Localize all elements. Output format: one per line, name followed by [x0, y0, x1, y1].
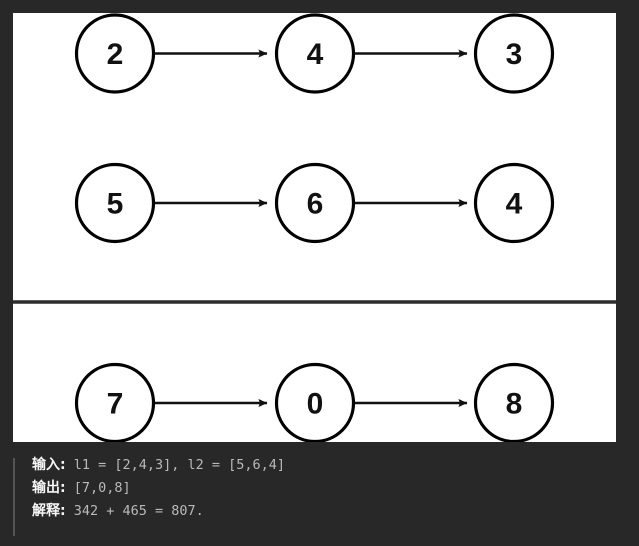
node-l1-2[interactable]: 3 — [473, 13, 555, 94]
node-result-0[interactable]: 7 — [74, 362, 156, 442]
caption-output-label: 输出: — [32, 480, 66, 496]
caption-input-label: 输入: — [32, 457, 66, 473]
list-row-l1: 2 4 3 — [74, 13, 555, 94]
caption-explanation-value: 342 + 465 = 807. — [65, 503, 204, 519]
node-l1-1-label: 4 — [307, 38, 324, 71]
node-l2-1-label: 6 — [307, 188, 324, 221]
node-l2-2-label: 4 — [506, 188, 523, 221]
node-l1-2-label: 3 — [506, 38, 523, 71]
caption-output-value: [7,0,8] — [65, 480, 131, 496]
node-l1-1[interactable]: 4 — [274, 13, 356, 94]
node-result-1-label: 0 — [307, 388, 324, 421]
node-l2-0-label: 5 — [107, 188, 124, 221]
caption-line-output: 输出: [7,0,8] — [32, 477, 622, 500]
node-result-0-label: 7 — [107, 388, 124, 421]
node-result-2[interactable]: 8 — [473, 362, 555, 442]
node-result-2-label: 8 — [506, 388, 523, 421]
diagram-panel: 2 4 3 5 — [13, 13, 616, 442]
caption-block: 输入: l1 = [2,4,3], l2 = [5,6,4] 输出: [7,0,… — [0, 452, 639, 546]
caption-line-explanation: 解释: 342 + 465 = 807. — [32, 500, 622, 523]
caption-line-list: 输入: l1 = [2,4,3], l2 = [5,6,4] 输出: [7,0,… — [32, 454, 622, 523]
node-l1-0-label: 2 — [107, 38, 124, 71]
node-l1-0[interactable]: 2 — [74, 13, 156, 94]
caption-explanation-label: 解释: — [32, 503, 66, 519]
caption-left-rule — [13, 458, 15, 536]
node-l2-1[interactable]: 6 — [274, 162, 356, 244]
list-row-l2: 5 6 4 — [74, 162, 555, 244]
node-l2-0[interactable]: 5 — [74, 162, 156, 244]
linked-list-diagram: 2 4 3 5 — [13, 13, 616, 442]
node-result-1[interactable]: 0 — [274, 362, 356, 442]
list-row-result: 7 0 8 — [74, 362, 555, 442]
caption-line-input: 输入: l1 = [2,4,3], l2 = [5,6,4] — [32, 454, 622, 477]
caption-input-value: l1 = [2,4,3], l2 = [5,6,4] — [65, 457, 286, 473]
node-l2-2[interactable]: 4 — [473, 162, 555, 244]
